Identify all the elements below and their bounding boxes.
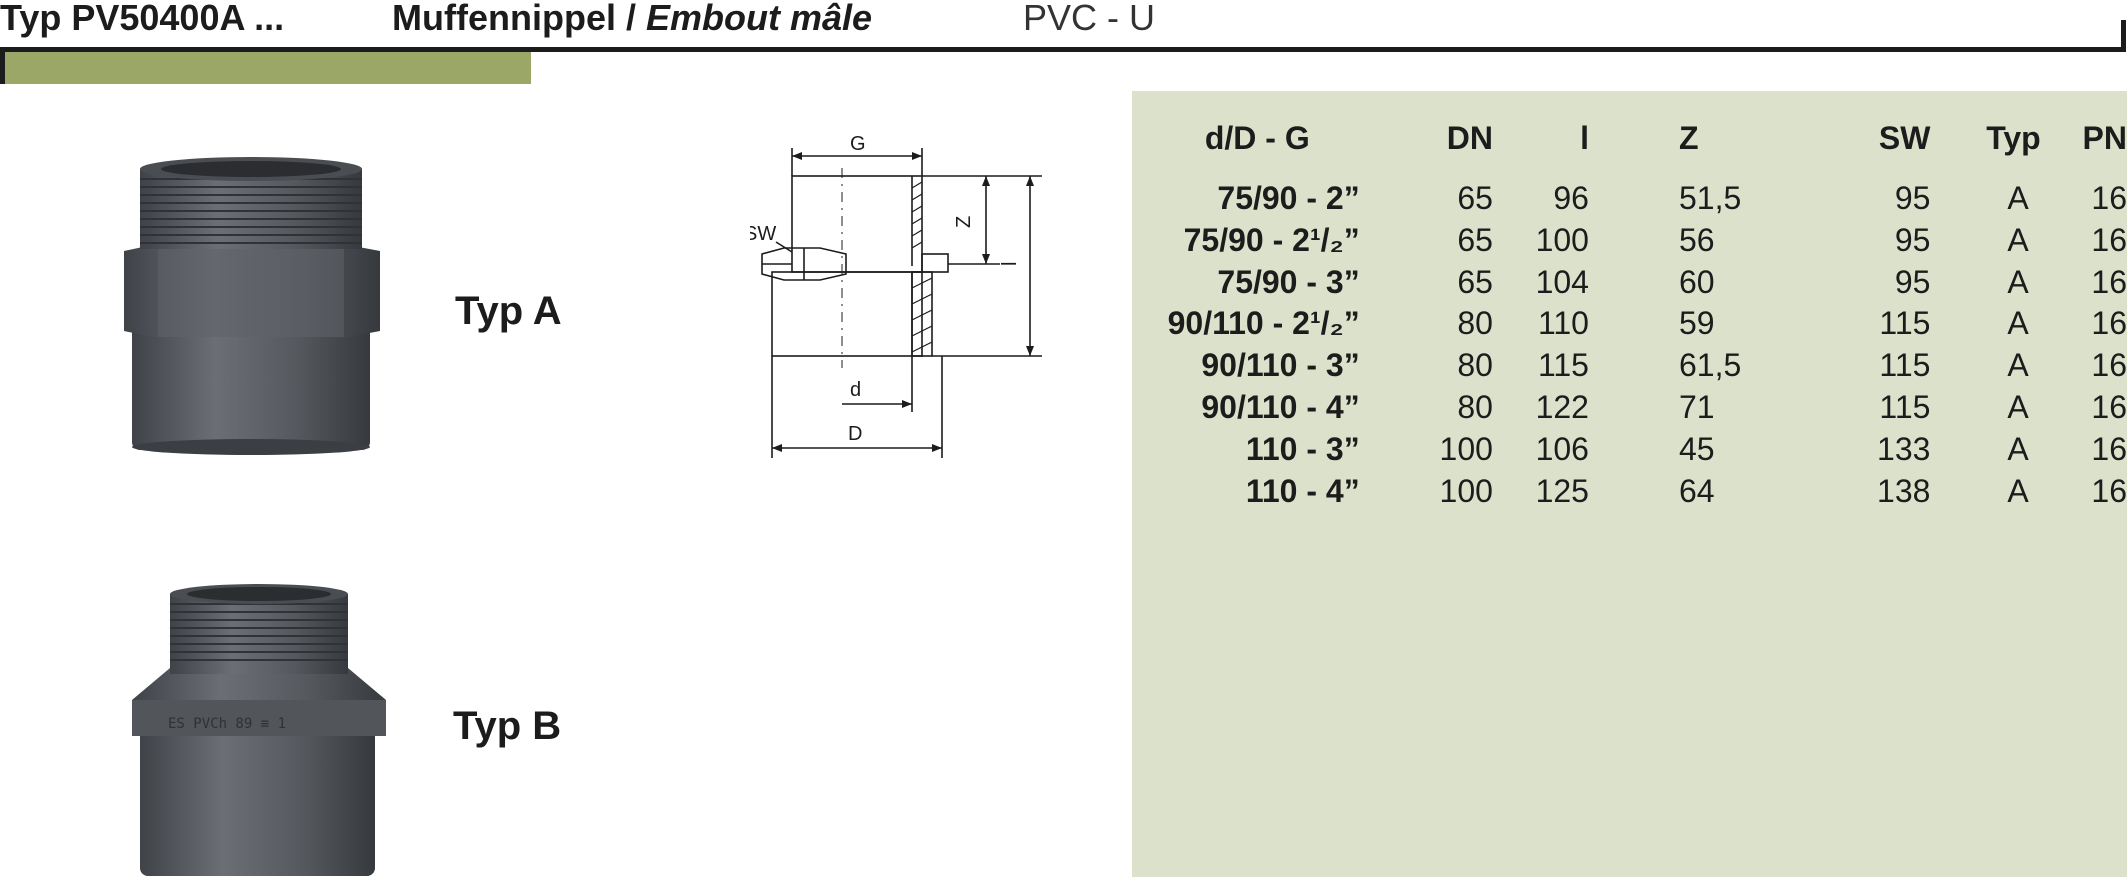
col-header-pn: PN <box>2082 120 2127 156</box>
cell-sw: 115 <box>1879 305 1931 342</box>
col-header-size: d/D - G <box>1204 120 1310 156</box>
table-row: 90/110 - 3” 80 115 61,5 115 A 16 <box>1132 345 2127 387</box>
spec-table: d/D - G DN l Z SW Typ PN 75/90 - 2” 65 96 5… <box>1132 114 2127 512</box>
cell-dn: 65 <box>1457 180 1493 216</box>
cell-sw: 95 <box>1894 263 1931 300</box>
cell-sw: 95 <box>1894 180 1931 216</box>
spec-panel <box>1132 91 2127 877</box>
fitting-photo-typ-b: ES PVCh 89 ≡ 1 <box>132 584 386 876</box>
cell-z: 64 <box>1678 472 1715 509</box>
product-name-fr: Embout mâle <box>645 0 873 38</box>
cell-dn: 80 <box>1457 388 1493 425</box>
col-header-dn: DN <box>1446 120 1493 156</box>
cell-size: 90/110 - 3” <box>1201 347 1360 384</box>
cell-size: 90/110 - 2¹/₂” <box>1167 305 1360 342</box>
cell-l: 110 <box>1537 305 1589 342</box>
type-code: Typ PV50400A ... <box>0 0 285 38</box>
cell-typ: A <box>2007 221 2029 258</box>
cell-pn: 16 <box>2091 388 2127 425</box>
header-rule <box>0 47 2126 52</box>
cell-size: 90/110 - 4” <box>1201 388 1360 425</box>
cell-z: 59 <box>1678 305 1715 342</box>
cell-pn: 16 <box>2091 180 2127 216</box>
cell-typ: A <box>2007 430 2029 467</box>
cell-size: 75/90 - 2” <box>1217 180 1360 216</box>
cell-dn: 100 <box>1439 430 1493 467</box>
dim-sw-label: SW <box>750 223 776 245</box>
table-header-row: d/D - G DN l Z SW Typ PN <box>1132 114 2127 178</box>
cell-dn: 65 <box>1457 263 1493 300</box>
fitting-photo-typ-a <box>124 157 380 455</box>
cell-pn: 16 <box>2091 430 2127 467</box>
cell-l: 104 <box>1535 263 1589 300</box>
cell-dn: 80 <box>1457 305 1493 342</box>
cell-l: 122 <box>1535 388 1589 425</box>
label-typ-b: Typ B <box>453 704 562 748</box>
cell-l: 115 <box>1537 347 1589 384</box>
dim-l-label: l <box>999 262 1021 266</box>
table-row: 110 - 3” 100 106 45 133 A 16 <box>1132 429 2127 471</box>
cell-pn: 16 <box>2091 305 2127 342</box>
cell-l: 125 <box>1535 472 1589 509</box>
cell-pn: 16 <box>2091 263 2127 300</box>
cell-z: 60 <box>1678 263 1715 300</box>
col-header-z: Z <box>1678 120 1699 156</box>
cell-sw: 138 <box>1877 472 1931 509</box>
cell-size: 110 - 3” <box>1245 430 1360 467</box>
table-row: 75/90 - 2” 65 96 51,5 95 A 16 <box>1132 178 2127 220</box>
header-rule-left <box>0 47 5 84</box>
cell-typ: A <box>2007 472 2029 509</box>
material: PVC - U <box>1023 0 1156 38</box>
cell-pn: 16 <box>2091 221 2127 258</box>
svg-text:ES PVCh 89 ≡ 1: ES PVCh 89 ≡ 1 <box>168 716 286 732</box>
dim-d-label: d <box>850 379 861 401</box>
cell-z: 56 <box>1678 221 1715 258</box>
table-row: 90/110 - 4” 80 122 71 115 A 16 <box>1132 387 2127 429</box>
cell-z: 51,5 <box>1678 180 1742 216</box>
table-row: 75/90 - 2¹/₂” 65 100 56 95 A 16 <box>1132 220 2127 262</box>
dim-D-label: D <box>848 423 862 445</box>
cell-sw: 133 <box>1877 430 1931 467</box>
col-header-l: l <box>1580 120 1589 156</box>
cell-typ: A <box>2007 347 2029 384</box>
cell-sw: 115 <box>1879 347 1931 384</box>
label-typ-a: Typ A <box>455 289 562 333</box>
cell-dn: 100 <box>1439 472 1493 509</box>
cell-dn: 65 <box>1457 221 1493 258</box>
cell-size: 110 - 4” <box>1245 472 1360 509</box>
col-header-typ: Typ <box>1986 120 2041 156</box>
cell-pn: 16 <box>2091 472 2127 509</box>
cell-l: 100 <box>1535 221 1589 258</box>
dim-g-label: G <box>850 133 866 155</box>
cell-z: 71 <box>1678 388 1715 425</box>
cell-size: 75/90 - 3” <box>1217 263 1360 300</box>
product-name-de: Muffennippel / <box>392 0 646 38</box>
cell-typ: A <box>2007 305 2029 342</box>
dim-z-label: Z <box>953 216 975 228</box>
dimension-drawing: G SW Z l d D <box>750 133 1042 458</box>
cell-sw: 95 <box>1894 221 1931 258</box>
table-row: 75/90 - 3” 65 104 60 95 A 16 <box>1132 262 2127 304</box>
cell-typ: A <box>2007 388 2029 425</box>
product-name: Muffennippel / Embout mâle <box>392 0 872 40</box>
cell-typ: A <box>2007 263 2029 300</box>
cell-l: 96 <box>1553 180 1589 216</box>
cell-typ: A <box>2007 180 2029 216</box>
table-row: 110 - 4” 100 125 64 138 A 16 <box>1132 471 2127 513</box>
cell-l: 106 <box>1535 430 1589 467</box>
table-row: 90/110 - 2¹/₂” 80 110 59 115 A 16 <box>1132 303 2127 345</box>
col-header-sw: SW <box>1878 120 1931 156</box>
cell-z: 61,5 <box>1678 347 1742 384</box>
cell-z: 45 <box>1678 430 1715 467</box>
cell-pn: 16 <box>2091 347 2127 384</box>
accent-bar <box>5 52 531 84</box>
cell-dn: 80 <box>1457 347 1493 384</box>
header-rule-right <box>2121 20 2126 52</box>
cell-size: 75/90 - 2¹/₂” <box>1183 221 1360 258</box>
cell-sw: 115 <box>1879 388 1931 425</box>
